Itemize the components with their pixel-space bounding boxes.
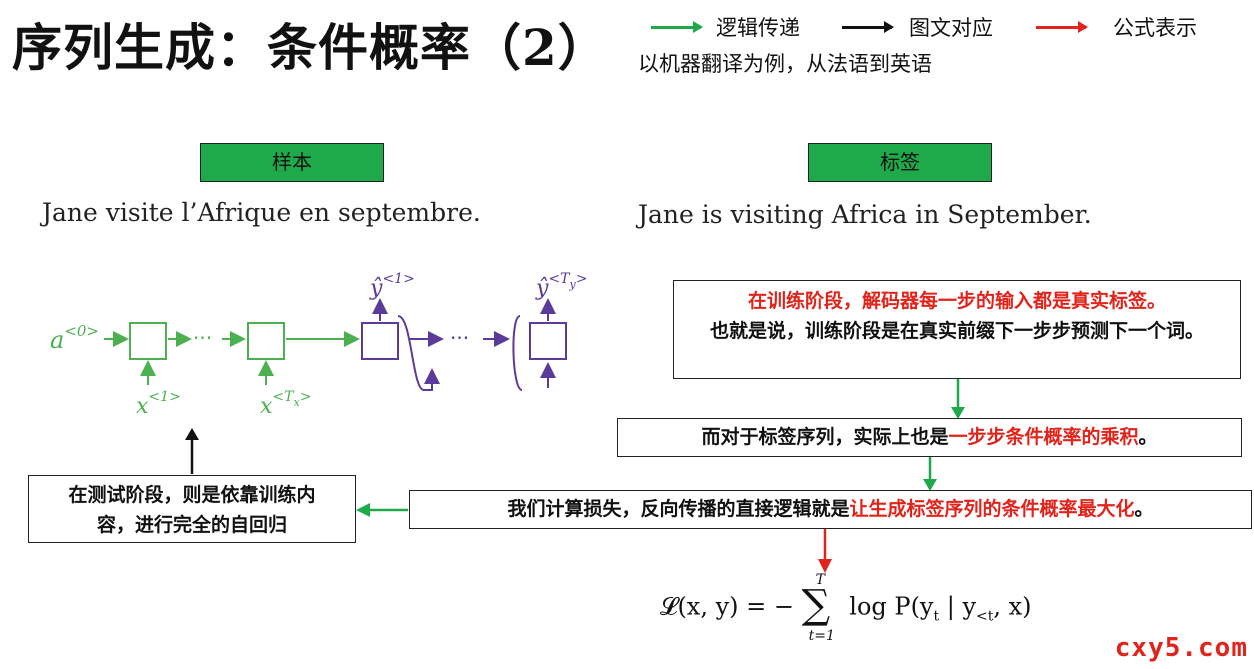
- label-tag: 标签: [808, 143, 992, 182]
- figure-text-arrow: [185, 428, 199, 474]
- legend-green-arrow-icon: [651, 21, 703, 33]
- loss-note-box: 我们计算损失，反向传播的直接逻辑就是让生成标签序列的条件概率最大化。: [409, 490, 1252, 529]
- label-sentence: Jane is visiting Africa in September.: [638, 200, 1092, 229]
- training-note-box: 在训练阶段，解码器每一步的输入都是真实标签。 也就是说，训练阶段是在真实前缀下一…: [673, 280, 1241, 379]
- loss-note-red: 让生成标签序列的条件概率最大化: [849, 498, 1135, 520]
- encoder-cell-T: [247, 322, 285, 360]
- encoder-cell-1: [129, 322, 167, 360]
- product-note-box: 而对于标签序列，实际上也是一步步条件概率的乘积。: [617, 418, 1242, 457]
- sample-sentence: Jane visite l’Afrique en septembre.: [42, 198, 481, 227]
- legend-formula-label: 公式表示: [1113, 16, 1197, 40]
- legend-figure-text-label: 图文对应: [909, 16, 993, 40]
- encoder-dots: ···: [193, 326, 212, 350]
- page-subtitle: 以机器翻译为例，从法语到英语: [638, 52, 932, 76]
- decoder-dots: ···: [450, 326, 469, 350]
- xT-label: x<Tx>: [260, 389, 311, 419]
- sample-tag: 样本: [200, 143, 384, 182]
- x1-label: x<1>: [136, 389, 181, 419]
- decoder-cell-T: [529, 322, 567, 360]
- legend-black-arrow-icon: [842, 21, 894, 33]
- decoder-cell-1: [361, 322, 399, 360]
- logic-arrow-1: [951, 379, 965, 419]
- training-note-black: 也就是说，训练阶段是在真实前缀下一步步预测下一个词。: [709, 320, 1204, 342]
- yT-label: ŷ<Ty>: [535, 271, 587, 301]
- training-note-red: 在训练阶段，解码器每一步的输入都是真实标签。: [747, 290, 1166, 312]
- legend-red-arrow-icon: [1036, 21, 1088, 33]
- rnn-seq2seq-diagram: a<0> ··· x<1> x<Tx> ŷ<1> ··· ŷ<Ty>: [50, 271, 587, 419]
- loss-formula: 𝓛(x, y) = − T ∑ t=1 log P(yt | y<t, x): [660, 572, 1032, 644]
- page-title: 序列生成：条件概率（2）: [12, 18, 609, 77]
- formula-arrow: [818, 529, 832, 573]
- decoder-feedback-1: [397, 315, 440, 391]
- y1-label: ŷ<1>: [369, 271, 415, 301]
- logic-arrow-3: [356, 503, 408, 517]
- watermark: cxy5.com: [1114, 633, 1248, 663]
- a0-label: a<0>: [50, 322, 99, 354]
- product-note-black: 而对于标签序列，实际上也是: [701, 426, 949, 448]
- product-note-red: 一步步条件概率的乘积: [948, 426, 1139, 448]
- legend-logic-flow-label: 逻辑传递: [716, 16, 800, 40]
- decoder-feedback-T: [512, 315, 523, 391]
- testing-note-box: 在测试阶段，则是依靠训练内容，进行完全的自回归: [28, 475, 356, 543]
- loss-note-black: 我们计算损失，反向传播的直接逻辑就是: [507, 498, 850, 520]
- logic-arrow-2: [923, 457, 937, 491]
